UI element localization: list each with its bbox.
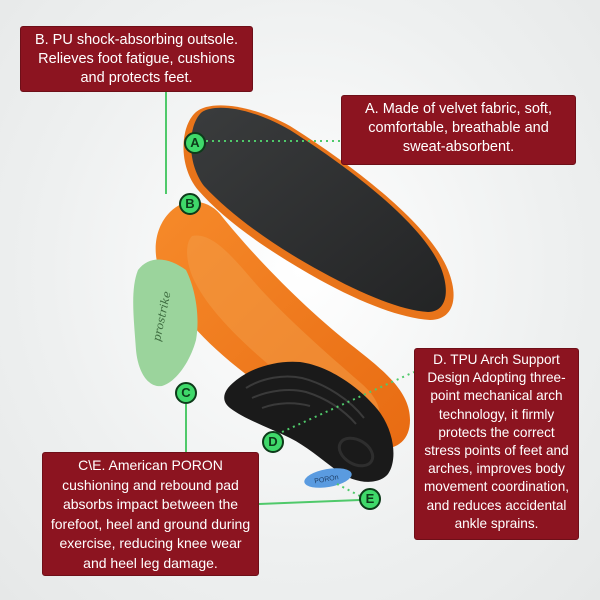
velvet-top-insole (183, 105, 454, 320)
leader-line-e (258, 499, 361, 505)
tpu-arch-support (224, 361, 394, 482)
marker-c: C (175, 382, 197, 404)
pad-logo: POROn (314, 474, 339, 485)
marker-a: A (184, 132, 206, 154)
leader-line-e-pad (336, 483, 361, 497)
callout-outsole: B. PU shock-absorbing outsole. Relieves … (20, 26, 253, 92)
marker-b: B (179, 193, 201, 215)
leader-line-d (281, 371, 415, 433)
callout-arch-support: D. TPU Arch Support Design Adopting thre… (414, 348, 579, 540)
marker-e: E (359, 488, 381, 510)
marker-d: D (262, 431, 284, 453)
green-heel-pad: prostrike (133, 259, 198, 387)
callout-velvet-fabric: A. Made of velvet fabric, soft, comforta… (341, 95, 576, 165)
leader-lines (165, 92, 415, 505)
poron-pad: POROn (304, 468, 352, 488)
callout-poron-pad: C\E. American PORON cushioning and rebou… (42, 452, 259, 576)
